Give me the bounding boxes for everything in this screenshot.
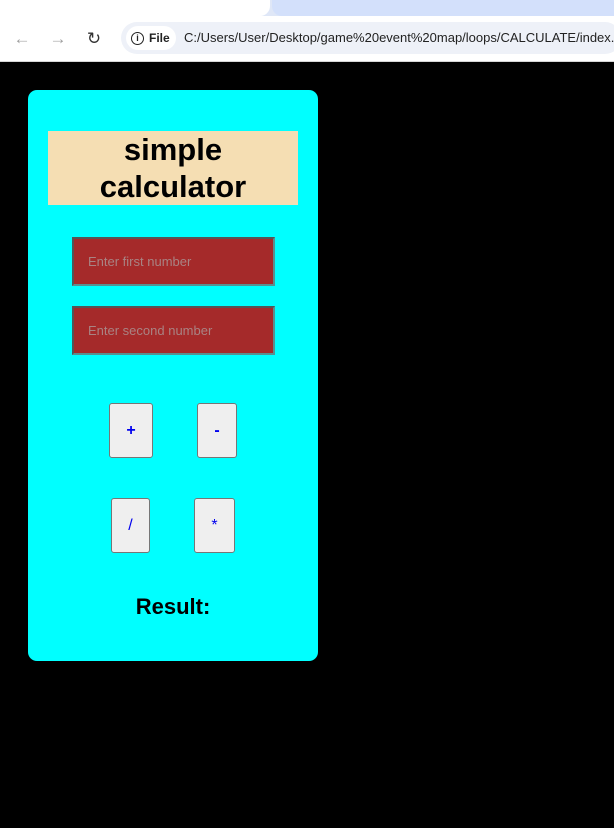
second-number-input[interactable] <box>72 306 275 355</box>
tab-strip <box>0 0 614 16</box>
page-title: simple calculator <box>48 131 298 205</box>
reload-icon[interactable]: ↻ <box>86 28 102 48</box>
info-icon: i <box>131 31 144 45</box>
subtract-button[interactable]: - <box>197 403 237 458</box>
arrow-right-icon[interactable]: → <box>49 28 67 48</box>
arrow-left-icon[interactable]: ← <box>13 28 31 48</box>
address-bar[interactable]: i File C:/Users/User/Desktop/game%20even… <box>121 22 614 54</box>
site-info-chip[interactable]: i File <box>126 26 176 50</box>
site-chip-label: File <box>149 31 170 45</box>
calculator-card: simple calculator + - / * Result: <box>28 90 318 661</box>
active-tab[interactable] <box>0 0 270 16</box>
browser-toolbar: ← → ↻ i File C:/Users/User/Desktop/game%… <box>0 16 614 62</box>
divide-button[interactable]: / <box>111 498 150 553</box>
inactive-tab[interactable] <box>272 0 614 16</box>
url-text[interactable]: C:/Users/User/Desktop/game%20event%20map… <box>184 30 614 45</box>
first-number-input[interactable] <box>72 237 275 286</box>
result-label: Result: <box>135 594 211 619</box>
multiply-button[interactable]: * <box>194 498 235 553</box>
add-button[interactable]: + <box>109 403 153 458</box>
